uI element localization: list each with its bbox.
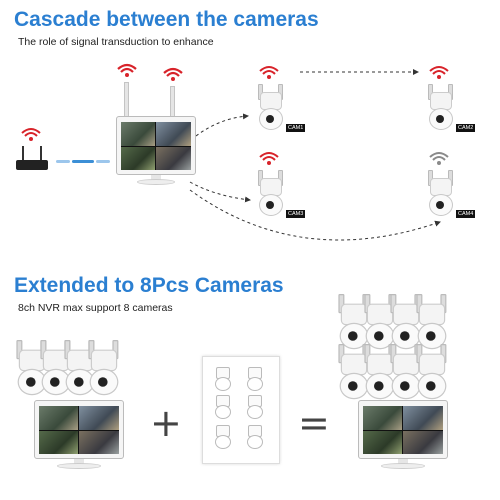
camera-icon (245, 425, 263, 449)
section1-subtitle: The role of signal transduction to enhan… (18, 36, 214, 48)
wifi-icon (117, 63, 137, 77)
router-icon (16, 146, 48, 172)
monitor-icon (358, 400, 448, 472)
cam2-label: CAM2 (456, 124, 476, 132)
camera-icon (256, 84, 284, 130)
section1-title: Cascade between the cameras (14, 8, 319, 31)
cam4-label: CAM4 (456, 210, 476, 218)
wifi-icon (429, 152, 449, 165)
antenna (170, 86, 175, 120)
wifi-icon (163, 67, 183, 81)
camera-icon (213, 395, 231, 419)
camera-icon (414, 344, 448, 400)
antenna (124, 82, 129, 120)
camera-icon (86, 340, 120, 396)
arrow-nvr-to-cam1 (195, 113, 249, 137)
arrow-nvr-to-cam3 (189, 181, 251, 203)
wifi-icon (21, 128, 41, 141)
camera-icon (336, 344, 370, 400)
equals-icon: = (298, 401, 330, 445)
camera-icon (213, 367, 231, 391)
cam3-label: CAM3 (286, 210, 306, 218)
camera-icon (426, 170, 454, 216)
camera-icon (256, 170, 284, 216)
camera-icon (245, 395, 263, 419)
cam1-label: CAM1 (286, 124, 306, 132)
monitor-icon (116, 116, 196, 188)
wifi-icon (429, 66, 449, 79)
wifi-icon (259, 152, 279, 165)
camera-icon (213, 425, 231, 449)
extra-cameras-panel (202, 356, 280, 464)
camera-icon (245, 367, 263, 391)
plus-icon: + (150, 401, 182, 445)
camera-icon (426, 84, 454, 130)
camera-icon (414, 294, 448, 350)
monitor-icon (34, 400, 124, 472)
ethernet-cable-icon (56, 158, 112, 166)
section2-subtitle: 8ch NVR max support 8 cameras (18, 302, 173, 314)
cascade-arrows (189, 69, 441, 241)
section2-title: Extended to 8Pcs Cameras (14, 274, 284, 297)
wifi-icon (259, 66, 279, 79)
camera-group-8 (336, 294, 448, 404)
camera-group-4 (14, 336, 124, 396)
arrow-nvr-to-cam4 (189, 189, 441, 241)
